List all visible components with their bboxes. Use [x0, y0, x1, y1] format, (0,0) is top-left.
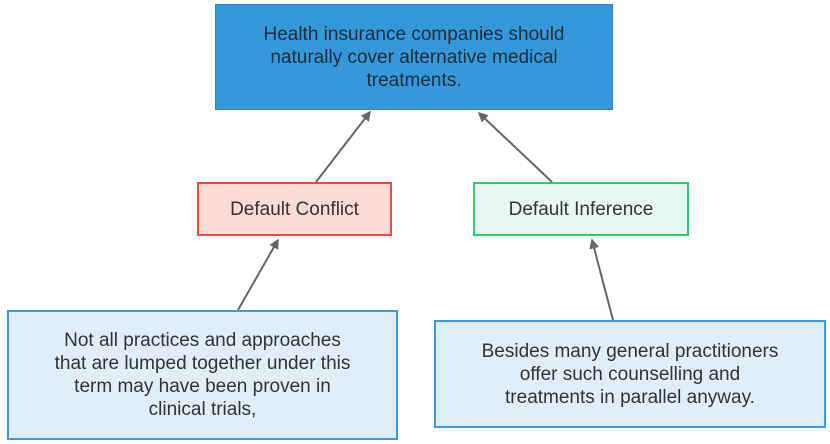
default-inference-label: Default Inference — [508, 198, 654, 220]
premise-left-text: Not all practices and approaches that ar… — [55, 329, 351, 421]
premise-right-line: offer such counselling and — [519, 363, 741, 385]
claim-node: Health insurance companies should natura… — [215, 4, 613, 110]
premise-left-line: clinical trials, — [148, 399, 257, 420]
claim-text: Health insurance companies should natura… — [263, 23, 564, 92]
premise-right-node: Besides many general practitioners offer… — [434, 320, 826, 428]
premise-left-line: that are lumped together under this — [54, 353, 351, 374]
premise-left-node: Not all practices and approaches that ar… — [7, 310, 398, 440]
edge-premise-right-to-inference — [589, 238, 614, 321]
claim-line: Health insurance companies should — [263, 23, 565, 45]
edge-inference-to-claim — [477, 111, 553, 183]
claim-line: treatments. — [366, 69, 462, 91]
premise-right-line: treatments in parallel anyway. — [505, 386, 755, 408]
premise-left-line: Not all practices and approaches — [64, 330, 341, 351]
default-conflict-label: Default Conflict — [230, 198, 359, 220]
claim-line: naturally cover alternative medical — [270, 46, 558, 68]
premise-left-line: term may have been proven in — [74, 376, 331, 397]
default-inference-node: Default Inference — [473, 182, 689, 236]
premise-right-line: Besides many general practitioners — [481, 340, 779, 362]
edge-conflict-to-claim — [315, 110, 371, 183]
edge-premise-left-to-conflict — [237, 238, 279, 311]
premise-right-text: Besides many general practitioners offer… — [482, 340, 779, 409]
default-conflict-node: Default Conflict — [197, 182, 392, 236]
